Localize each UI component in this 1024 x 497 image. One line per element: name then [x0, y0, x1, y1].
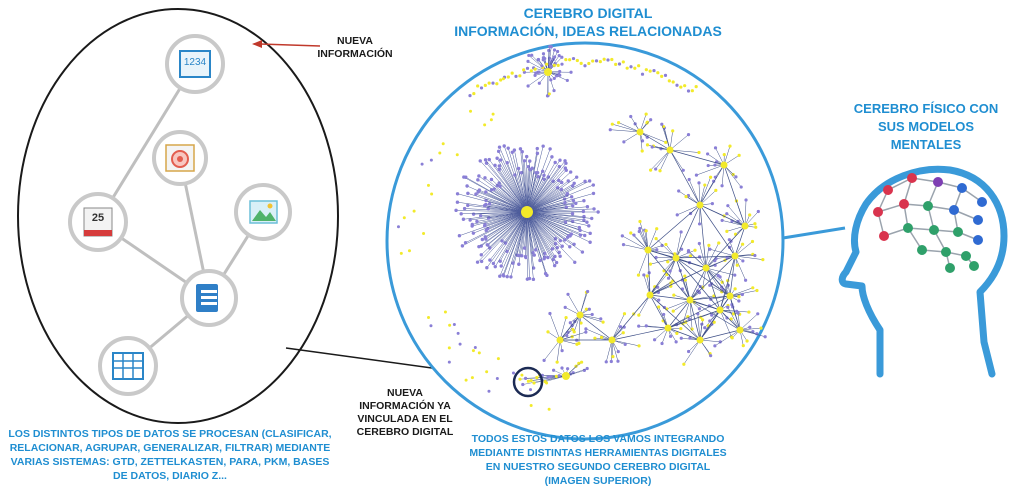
left-caption: LOS DISTINTOS TIPOS DE DATOS SE PROCESAN…: [2, 427, 338, 483]
left-caption-line-2: RELACIONAR, AGRUPAR, GENERALIZAR, FILTRA…: [9, 442, 331, 454]
center-caption-line-1: TODOS ESTOS DATOS LOS VAMOS INTEGRANDO: [471, 433, 725, 445]
left-caption-line-4: DE DATOS, DIARIO Z...: [113, 470, 227, 482]
new-info-line-1: NUEVA: [337, 35, 373, 47]
linked-info-line-3: VINCULADA EN EL: [357, 413, 453, 425]
number-icon: [165, 34, 225, 94]
linked-info-line-2: INFORMACIÓN YA: [359, 400, 451, 412]
title-line-1: CEREBRO DIGITAL: [523, 5, 653, 21]
left-caption-line-3: VARIAS SISTEMAS: GTD, ZETTELKASTEN, PARA…: [10, 456, 330, 468]
document-icon: [180, 269, 238, 327]
brain-label-line-2: SUS MODELOS: [877, 119, 975, 134]
knowledge-graph: [396, 44, 767, 411]
brain-label-line-1: CEREBRO FÍSICO CON: [853, 101, 999, 116]
linked-info-line-4: CEREBRO DIGITAL: [356, 426, 454, 438]
target-icon: [152, 130, 208, 186]
left-caption-line-1: LOS DISTINTOS TIPOS DE DATOS SE PROCESAN…: [8, 428, 332, 440]
linked-info-highlight: [512, 366, 544, 398]
center-caption-line-3: EN NUESTRO SEGUNDO CEREBRO DIGITAL: [485, 461, 711, 473]
mental-model-nodes: [873, 173, 987, 273]
title-line-2: INFORMACIÓN, IDEAS RELACIONADAS: [454, 23, 722, 39]
data-types-ellipse: [17, 8, 339, 424]
calendar-icon: [68, 192, 128, 252]
number-icon-text: 1234: [183, 57, 207, 68]
new-info-arrow: [252, 40, 321, 48]
physical-brain-label: CEREBRO FÍSICO CON SUS MODELOS MENTALES: [838, 100, 1014, 154]
calendar-icon-text: 25: [91, 212, 105, 224]
page-title: CEREBRO DIGITAL INFORMACIÓN, IDEAS RELAC…: [448, 4, 728, 40]
digital-brain-circle: [385, 41, 785, 441]
head-outline: [838, 165, 1008, 378]
linked-info-line-1: NUEVA: [387, 387, 423, 399]
image-icon: [234, 183, 292, 241]
linked-info-label: NUEVA INFORMACIÓN YA VINCULADA EN EL CER…: [340, 387, 470, 439]
center-caption-line-4: (IMAGEN SUPERIOR): [544, 475, 652, 487]
new-info-label: NUEVA INFORMACIÓN: [300, 35, 410, 61]
center-caption: TODOS ESTOS DATOS LOS VAMOS INTEGRANDO M…: [468, 432, 728, 488]
center-caption-line-2: MEDIANTE DISTINTAS HERRAMIENTAS DIGITALE…: [469, 447, 727, 459]
new-info-line-2: INFORMACIÓN: [317, 48, 393, 60]
brain-label-line-3: MENTALES: [890, 137, 962, 152]
table-icon: [98, 336, 158, 396]
brain-link-line: [782, 226, 846, 240]
